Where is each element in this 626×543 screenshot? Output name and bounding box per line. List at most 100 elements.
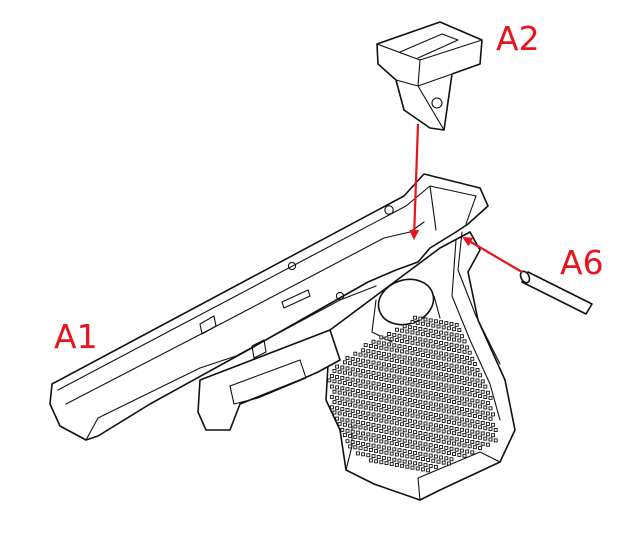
stipple-dot (340, 386, 345, 391)
stipple-dot (368, 396, 373, 400)
stipple-dot (454, 406, 459, 411)
stipple-dot (358, 352, 363, 357)
stipple-dot (452, 379, 457, 384)
stipple-dot (348, 382, 353, 386)
stipple-dot (361, 431, 366, 436)
stipple-dot (376, 455, 381, 459)
stipple-dot (410, 361, 415, 366)
stipple-dot (439, 413, 444, 418)
stipple-dot (413, 378, 418, 383)
stipple-dot (439, 372, 444, 377)
stipple-dot (366, 432, 371, 437)
stipple-dot (423, 411, 428, 416)
stipple-dot (405, 402, 410, 407)
stipple-dot (478, 414, 483, 419)
stipple-dot (439, 320, 444, 325)
stipple-dot (439, 351, 444, 356)
stipple-dot (462, 401, 467, 406)
stipple-dot (475, 440, 480, 445)
stipple-dot (345, 366, 350, 371)
stipple-dot (392, 343, 397, 348)
stipple-dot (475, 409, 480, 414)
stipple-dot (436, 438, 441, 443)
stipple-dot (418, 358, 423, 363)
stipple-dot (433, 444, 438, 449)
stipple-dot (452, 348, 457, 352)
stipple-dot (428, 328, 433, 333)
stipple-dot (387, 436, 392, 440)
stipple-dot (376, 413, 381, 418)
stipple-dot (431, 386, 436, 390)
stipple-dot (410, 413, 415, 418)
stipple-dot (407, 429, 412, 434)
stipple-dot (374, 428, 379, 433)
stipple-dot (462, 422, 467, 427)
stipple-dot (467, 350, 472, 355)
stipple-dot (381, 445, 386, 450)
stipple-dot (423, 421, 428, 426)
stipple-dot (459, 355, 464, 359)
stipple-dot (392, 332, 397, 337)
stipple-dot (431, 458, 436, 463)
arrow-a2-insertion (409, 123, 420, 240)
stipple-dot (457, 338, 462, 343)
stipple-dot (465, 397, 470, 402)
stipple-dot (407, 325, 412, 330)
stipple-dot (363, 415, 368, 420)
stipple-dot (355, 441, 360, 445)
stipple-dot (361, 379, 366, 384)
stipple-dot (376, 340, 381, 345)
stipple-dot (371, 412, 376, 417)
stipple-dot (431, 427, 436, 432)
stipple-dot (439, 424, 444, 429)
stipple-dot (363, 447, 368, 452)
stipple-dot (475, 399, 480, 404)
stipple-dot (332, 389, 337, 394)
stipple-dot (449, 353, 454, 358)
stipple-dot (348, 444, 353, 449)
stipple-dot (415, 414, 420, 419)
stipple-dot (337, 369, 342, 374)
stipple-dot (384, 429, 389, 434)
stipple-dot (379, 460, 384, 465)
stipple-dot (374, 344, 379, 349)
stipple-dot (405, 350, 410, 355)
stipple-dot (410, 320, 415, 324)
stipple-dot (392, 405, 397, 410)
stipple-dot (488, 427, 493, 432)
stipple-dot (428, 443, 433, 448)
stipple-dot (454, 343, 459, 348)
stipple-dot (397, 365, 402, 369)
stipple-dot (368, 406, 373, 411)
stipple-dot (407, 460, 412, 465)
stipple-dot (420, 446, 425, 451)
stipple-dot (441, 387, 446, 392)
stipple-dot (428, 453, 433, 458)
stipple-dot (433, 350, 438, 355)
stipple-dot (410, 455, 415, 460)
stipple-dot (345, 387, 350, 392)
stipple-dot (400, 411, 405, 416)
stipple-dot (459, 334, 464, 339)
stipple-dot (431, 354, 436, 359)
stipple-dot (329, 374, 334, 379)
stipple-dot (428, 401, 433, 406)
stipple-dot (407, 377, 412, 382)
stipple-dot (483, 384, 488, 389)
stipple-dot (392, 384, 397, 389)
stipple-dot (470, 367, 475, 372)
stipple-dot (400, 453, 405, 458)
stipple-dot (423, 327, 428, 332)
stipple-dot (394, 379, 399, 384)
stipple-dot (407, 356, 412, 361)
stipple-dot (454, 322, 459, 327)
stipple-dot (426, 322, 431, 327)
stipple-dot (392, 353, 397, 358)
stipple-dot (433, 423, 438, 428)
stipple-dot (488, 406, 493, 411)
stipple-dot (350, 408, 355, 413)
stipple-dot (397, 396, 402, 401)
stipple-dot (454, 354, 459, 359)
stipple-dot (405, 391, 410, 396)
stipple-dot (410, 330, 415, 335)
